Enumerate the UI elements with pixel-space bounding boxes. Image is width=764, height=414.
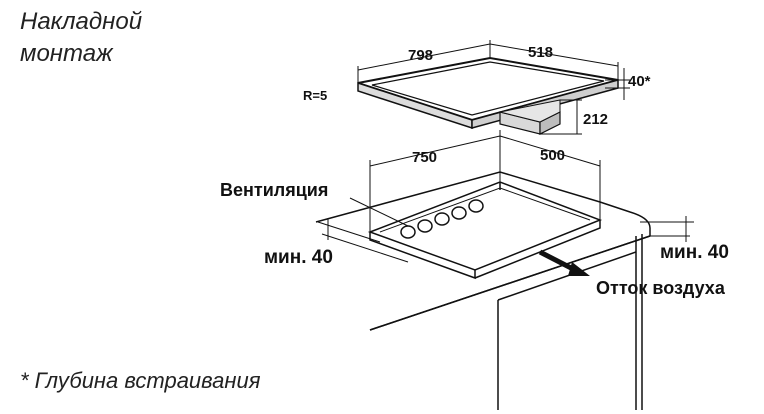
cutout-inner-right [474,220,601,279]
countertop-front-edge [315,171,651,331]
dim-cutout-depth: 500 [540,147,565,164]
dim-top-width: 798 [408,47,433,64]
arrow-head-icon [568,262,590,276]
vent-hole [451,206,467,220]
countertop-edge-lower [369,235,651,331]
ventilation-label: Вентиляция [220,180,328,200]
dim-thickness: 40* [628,73,651,90]
air-outlet-arrow [538,249,590,276]
dim-top-depth: 518 [528,44,553,61]
dim-min-left: мин. 40 [264,247,333,268]
vent-hole [468,199,484,213]
title-line-1: Накладной [20,8,143,35]
cabinet [497,234,643,410]
hob-body-top-side [499,99,561,123]
hob-inner-panel [371,61,605,116]
cutout-dimension-lines [317,130,694,263]
dim-height: 212 [583,111,608,128]
air-outlet-label: Отток воздуха [596,278,726,298]
dim-radius: R=5 [303,88,327,103]
vent-hole [400,225,416,239]
dim-cutout-width: 750 [412,149,437,166]
ventilation-holes [400,199,484,239]
cutout-inner-wall [369,232,476,280]
vent-hole [434,212,450,226]
title-line-2: монтаж [20,40,113,67]
depth-footnote: * Глубина встраивания [20,368,261,393]
countertop [315,170,651,331]
hob-dimension-lines [357,40,630,135]
vent-hole [417,219,433,233]
hob-unit [357,56,619,135]
dim-min-right: мин. 40 [660,242,729,263]
